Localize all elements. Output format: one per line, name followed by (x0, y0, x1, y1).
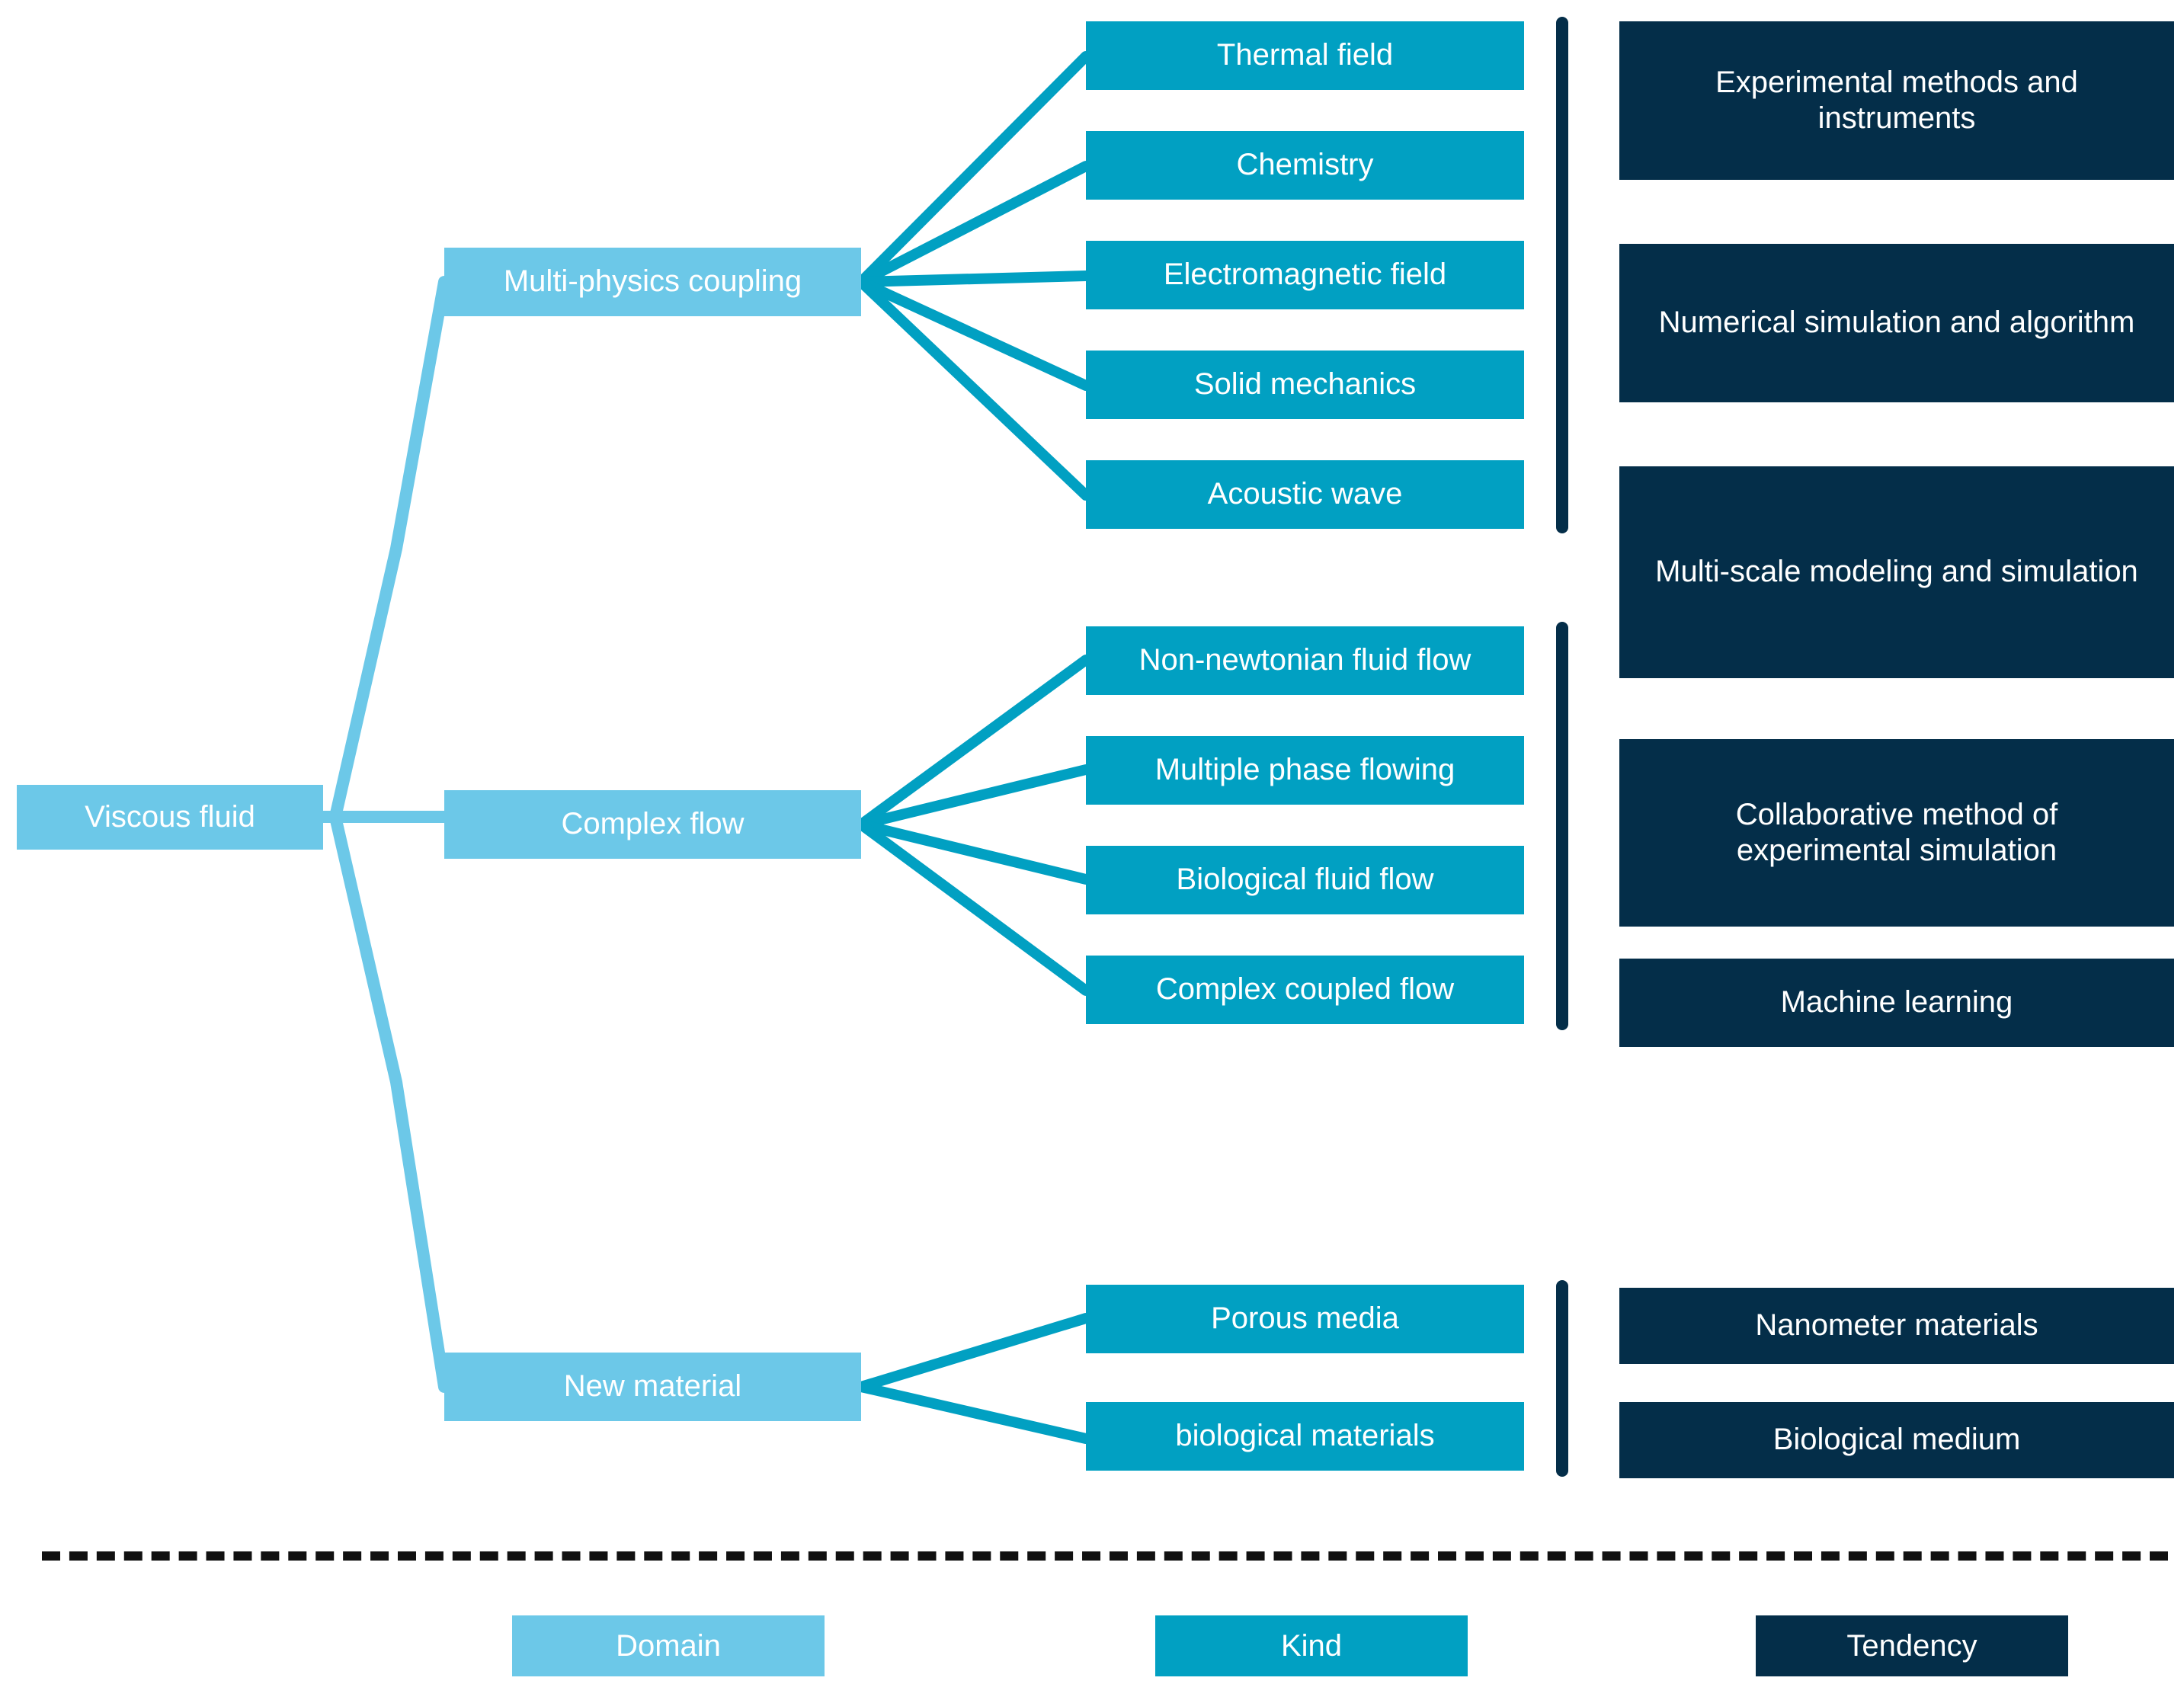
node-label: Thermal field (1216, 38, 1394, 72)
node-label: Multi-physics coupling (503, 264, 802, 299)
node-chemistry[interactable]: Chemistry (1086, 131, 1524, 200)
node-label: Solid mechanics (1193, 367, 1417, 402)
node-label: Collaborative method of experimental sim… (1735, 797, 2058, 867)
node-label: Acoustic wave (1207, 477, 1403, 511)
node-label: Multi-scale modeling and simulation (1655, 555, 2138, 589)
legend-item-kind: Kind (1155, 1615, 1468, 1676)
node-label: Nanometer materials (1755, 1308, 2038, 1343)
node-electromagnetic-field[interactable]: Electromagnetic field (1086, 241, 1524, 309)
node-numerical-simulation-and-algorithm[interactable]: Numerical simulation and algorithm (1619, 244, 2174, 402)
node-machine-learning[interactable]: Machine learning (1619, 959, 2174, 1047)
node-porous-media[interactable]: Porous media (1086, 1285, 1524, 1353)
node-biological-fluid-flow[interactable]: Biological fluid flow (1086, 846, 1524, 914)
node-thermal-field[interactable]: Thermal field (1086, 21, 1524, 90)
node-new-material[interactable]: New material (444, 1353, 861, 1421)
node-label: Viscous fluid (85, 799, 255, 834)
link-root-new-material (329, 811, 450, 1393)
links-new-material-children (856, 1313, 1091, 1444)
node-label: Porous media (1211, 1301, 1399, 1336)
node-label: Biological fluid flow (1176, 863, 1434, 897)
node-collaborative-method-of-experimental-simulation[interactable]: Collaborative method of experimental sim… (1619, 739, 2174, 927)
node-biological-medium[interactable]: Biological medium (1619, 1402, 2174, 1478)
node-label: Non-newtonian fluid flow (1138, 643, 1471, 677)
node-label: Chemistry (1236, 148, 1374, 182)
node-label: Multiple phase flowing (1154, 753, 1455, 787)
node-multiple-phase-flowing[interactable]: Multiple phase flowing (1086, 736, 1524, 805)
legend-label: Tendency (1846, 1628, 1977, 1663)
node-label: Complex flow (561, 807, 745, 841)
node-multi-physics-coupling[interactable]: Multi-physics coupling (444, 248, 861, 316)
node-experimental-methods-and-instruments[interactable]: Experimental methods and instruments (1619, 21, 2174, 180)
link-root-multi-physics (329, 276, 450, 823)
node-viscous-fluid[interactable]: Viscous fluid (17, 785, 323, 850)
node-label: Electromagnetic field (1163, 258, 1447, 292)
node-label: New material (563, 1369, 742, 1404)
legend-item-tendency: Tendency (1756, 1615, 2068, 1676)
node-multi-scale-modeling-and-simulation[interactable]: Multi-scale modeling and simulation (1619, 466, 2174, 678)
node-complex-coupled-flow[interactable]: Complex coupled flow (1086, 956, 1524, 1024)
node-label: Experimental methods and instruments (1715, 65, 2078, 135)
legend-label: Kind (1280, 1628, 1343, 1663)
links-multi-physics-children (856, 51, 1091, 501)
section-divider (42, 1551, 2168, 1561)
legend-label: Domain (616, 1628, 721, 1663)
node-biological-materials[interactable]: biological materials (1086, 1402, 1524, 1471)
node-label: Biological medium (1772, 1423, 2021, 1457)
node-non-newtonian-fluid-flow[interactable]: Non-newtonian fluid flow (1086, 626, 1524, 695)
node-solid-mechanics[interactable]: Solid mechanics (1086, 351, 1524, 419)
node-label: Numerical simulation and algorithm (1658, 306, 2135, 340)
node-label: Complex coupled flow (1155, 972, 1455, 1007)
legend-item-domain: Domain (512, 1615, 825, 1676)
node-label: biological materials (1175, 1419, 1435, 1453)
node-acoustic-wave[interactable]: Acoustic wave (1086, 460, 1524, 529)
node-label: Machine learning (1780, 985, 2013, 1020)
node-nanometer-materials[interactable]: Nanometer materials (1619, 1288, 2174, 1364)
links-complex-flow-children (856, 655, 1091, 996)
node-complex-flow[interactable]: Complex flow (444, 790, 861, 859)
